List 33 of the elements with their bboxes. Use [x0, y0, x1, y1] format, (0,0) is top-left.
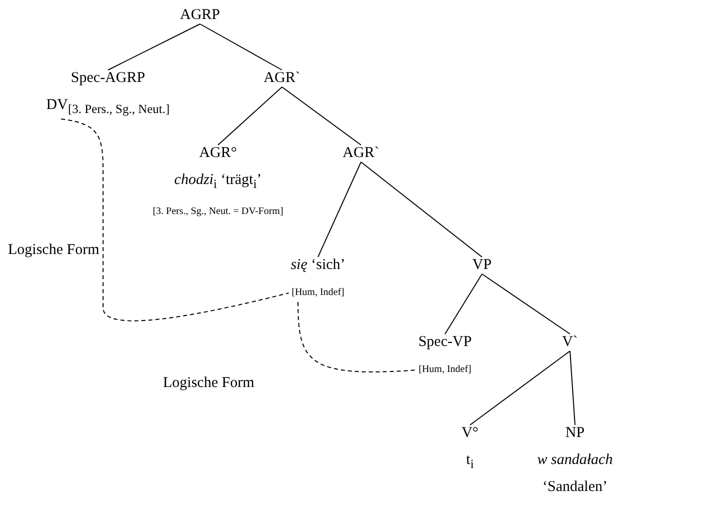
node-label: V° — [462, 425, 478, 442]
tree-branch — [318, 162, 362, 258]
dashed-link — [60, 118, 290, 322]
gloss-text: w sandałach — [537, 452, 613, 469]
tree-branch — [108, 24, 200, 70]
node-label: AGR° — [198, 145, 238, 162]
node-label: Spec-VP — [418, 334, 472, 351]
tree-branch — [482, 274, 570, 334]
dashed-link — [298, 302, 417, 372]
node-label: AGR` — [342, 145, 380, 162]
tree-branch — [218, 86, 282, 146]
feature-label: [3. Pers., Sg., Neut. = DV-Form] — [152, 205, 284, 219]
node-label: AGRP — [180, 7, 220, 24]
gloss-text: ‘Sandalen’ — [542, 479, 608, 496]
node-label: NP — [564, 425, 586, 442]
feature-label: [Hum, Indef] — [418, 363, 472, 377]
node-label: się ‘sich’ — [290, 257, 346, 274]
node-label: VP — [472, 257, 492, 274]
edge-label: Logische Form — [163, 375, 254, 392]
node-label: V` — [562, 334, 578, 351]
gloss-text: DV$_{[3. Pers., Sg., Neut.]}$ — [46, 97, 170, 118]
gloss-text: chodzi$_{i}$ ‘trägt$_{i}$’ — [173, 172, 263, 193]
tree-branch — [282, 86, 362, 146]
edge-label: Logische Form — [8, 242, 100, 259]
tree-branch — [570, 350, 576, 426]
feature-label: [Hum, Indef] — [290, 286, 346, 300]
tree-branch — [200, 24, 282, 70]
tree-branch — [470, 350, 570, 426]
node-label: Spec-AGRP — [70, 70, 146, 87]
tree-branch — [360, 162, 482, 258]
tree-branch — [444, 274, 482, 334]
node-label: AGR` — [264, 70, 300, 87]
gloss-text: t$_{i}$ — [465, 452, 475, 473]
